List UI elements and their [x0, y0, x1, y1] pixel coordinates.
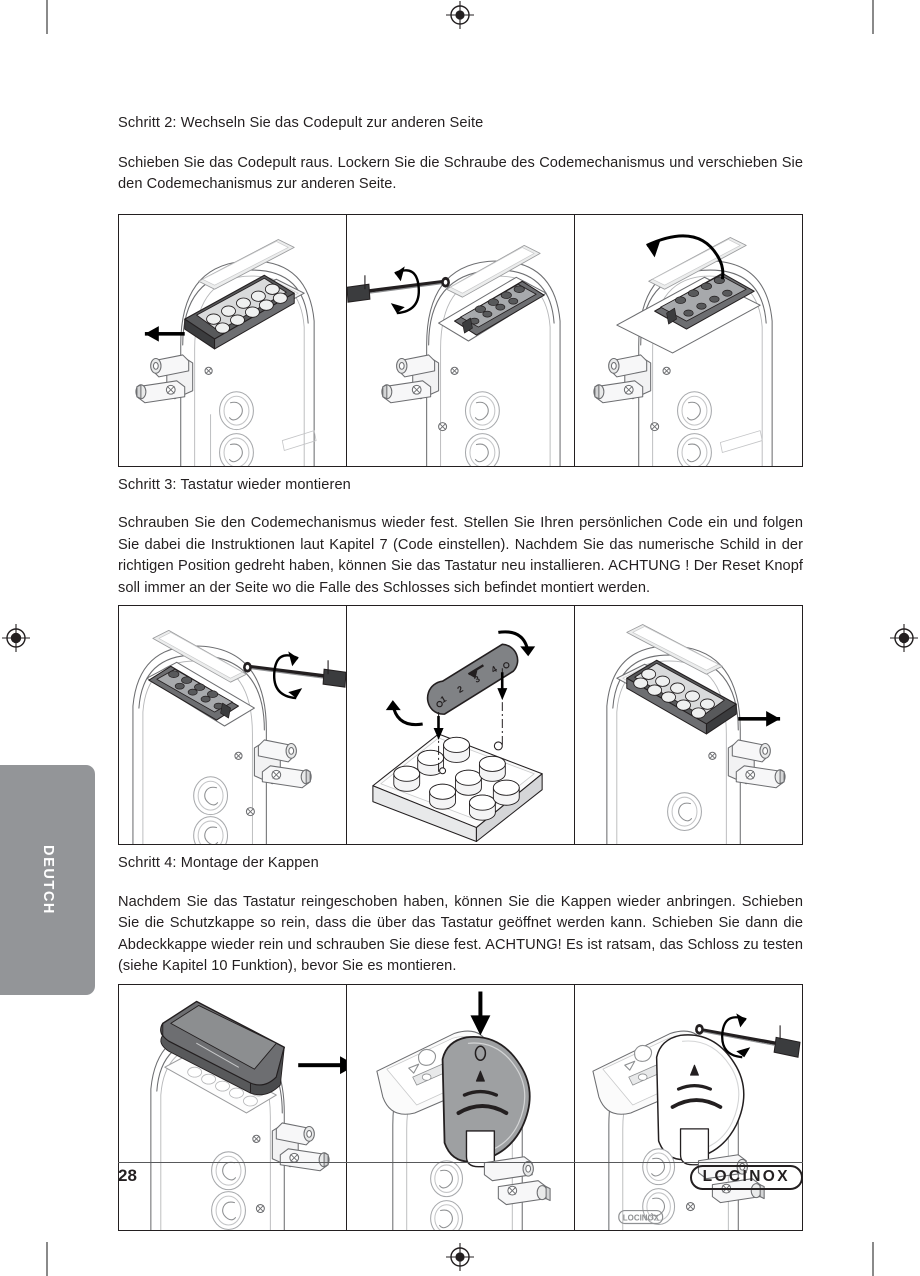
section-heading: Schritt 2: Wechseln Sie das Codepult zur…: [118, 115, 484, 131]
arrow-left: [298, 1056, 346, 1075]
section-body: Schieben Sie das Codepult raus. Lockern …: [118, 154, 803, 193]
section-schritt-3: Schritt 3: Tastatur wieder montieren Sch…: [118, 467, 803, 599]
section-heading: Schritt 3: Tastatur wieder montieren: [118, 476, 351, 493]
section-body: Nachdem Sie das Tastatur reingeschoben h…: [118, 893, 803, 974]
registration-mark-right: [890, 624, 918, 652]
figure-keypad-slide-out: [119, 214, 346, 466]
crop-mark-top-left: [46, 0, 48, 34]
arrow-down: [470, 991, 491, 1036]
number-plate: 1 2 3 4: [426, 643, 519, 715]
crop-mark-top-right: [872, 0, 874, 34]
svg-text:1: 1: [439, 694, 448, 705]
section-schritt-2: Schritt 2: Wechseln Sie das Codepult zur…: [118, 0, 803, 196]
crop-mark-bottom-right: [872, 1242, 874, 1276]
svg-text:4: 4: [489, 664, 498, 675]
locinox-logo: LOCINOX: [689, 1165, 803, 1191]
registration-mark-bottom: [446, 1243, 474, 1271]
arrow-rotate-ccw: [394, 268, 420, 314]
section-heading: Schritt 4: Montage der Kappen: [118, 855, 319, 871]
figure-tighten-screw: [119, 606, 346, 844]
screwdriver-icon: [347, 274, 450, 303]
registration-mark-top: [446, 1, 474, 29]
figure-row-schritt-3: 1 2 3 4: [118, 605, 803, 845]
figure-reinstall-keypad: [574, 606, 802, 844]
svg-text:2: 2: [456, 684, 465, 695]
figure-place-cover-cap: [346, 985, 574, 1231]
arrow-left: [738, 711, 781, 727]
figure-screw-cover-cap: LOCINOX: [574, 985, 802, 1231]
arrow-left: [144, 325, 185, 342]
section-body: Schrauben Sie den Codemechanismus wieder…: [118, 515, 803, 596]
registration-mark-left: [2, 624, 30, 652]
page-number: 28: [118, 1166, 137, 1185]
figure-mount-protective-cap: [119, 985, 346, 1231]
figure-row-schritt-2: [118, 213, 803, 467]
language-tab-deutch[interactable]: DEUTCH: [0, 765, 95, 995]
svg-text:LOCINOX: LOCINOX: [623, 1214, 660, 1223]
screwdriver-icon: [243, 660, 346, 688]
section-schritt-4: Schritt 4: Montage der Kappen Nachdem Si…: [118, 845, 803, 977]
figure-shift-mechanism: [574, 214, 802, 466]
figure-row-schritt-4: LOCINOX: [118, 984, 803, 1232]
language-tab-label: DEUTCH: [39, 844, 56, 916]
footer-divider: [118, 1162, 803, 1163]
page-content: Schritt 2: Wechseln Sie das Codepult zur…: [118, 0, 803, 1232]
crop-mark-bottom-left: [46, 1242, 48, 1276]
svg-text:3: 3: [472, 674, 481, 685]
figure-rotate-number-plate: 1 2 3 4: [346, 606, 574, 844]
screwdriver-icon: [695, 1024, 801, 1059]
figure-loosen-screw: [346, 214, 574, 466]
